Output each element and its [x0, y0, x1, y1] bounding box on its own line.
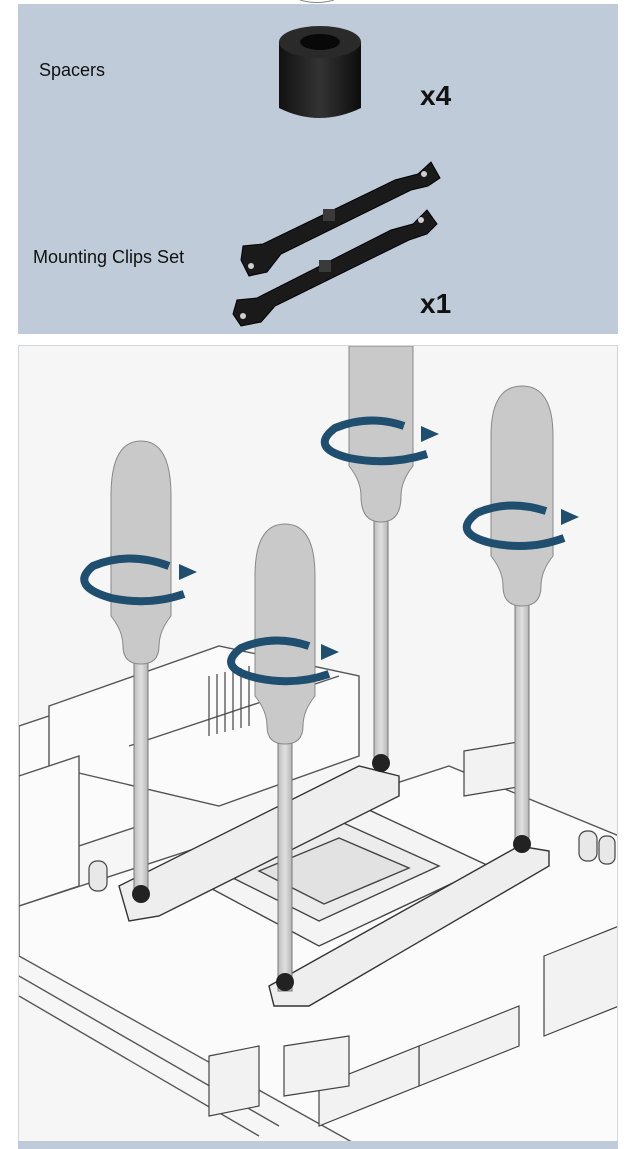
mounting-clips-label: Mounting Clips Set: [33, 247, 185, 267]
motherboard-icon: [19, 346, 617, 1144]
screwdriver-icon: [110, 346, 554, 992]
mounting-clip-icon: [232, 161, 441, 327]
spacers-label: Spacers: [39, 60, 106, 80]
spacers-quantity: x4: [420, 80, 452, 111]
mounting-clips-quantity: x1: [420, 288, 452, 319]
previous-illustration-edge: [299, 0, 335, 3]
rotation-arrow-icon: [80, 416, 566, 686]
spacer-icon: [279, 26, 361, 118]
installation-illustration: [18, 345, 618, 1145]
bottom-strip: [18, 1141, 618, 1149]
parts-panel: Spacers x4 Mounting Clips Set: [18, 4, 618, 334]
